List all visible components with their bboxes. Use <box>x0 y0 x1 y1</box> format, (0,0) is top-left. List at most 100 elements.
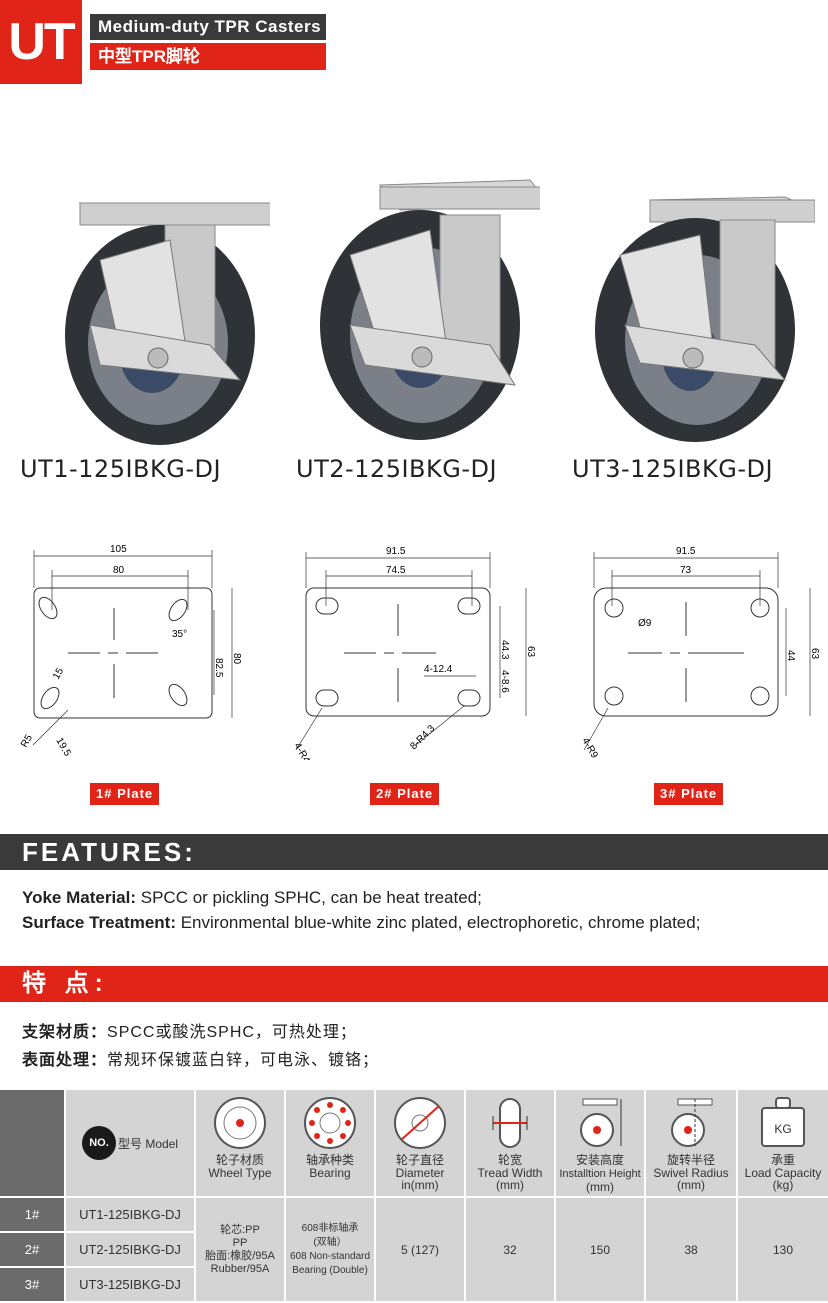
bearing-line: Bearing (Double) <box>292 1264 368 1276</box>
plate-drawing-1: 105 80 82.5 80 35° 15 R5 19.5 <box>18 540 258 765</box>
col-unit: in(mm) <box>401 1178 439 1192</box>
col-load-capacity: KG 承重 Load Capacity (kg) <box>738 1090 828 1198</box>
feature-text: SPCC or pickling SPHC, can be heat treat… <box>136 888 482 907</box>
row-model: UT3-125IBKG-DJ <box>66 1268 196 1303</box>
model-label-3: UT3-125IBKG-DJ <box>572 455 774 483</box>
feature-cn-line-2: 表面处理：常规环保镀蓝白锌，可电泳、镀铬； <box>22 1046 379 1070</box>
cell-wheel-type: 轮芯:PP PP 胎面:橡胶/95A Rubber/95A <box>196 1198 286 1303</box>
p3-overall-h: 63 <box>809 648 820 660</box>
col-bearing: 轴承种类 Bearing <box>286 1090 376 1198</box>
col-tread-width: 轮宽 Tread Width (mm) <box>466 1090 556 1198</box>
features-cn-heading: 特 点: <box>0 966 828 1002</box>
feature-label: Surface Treatment: <box>22 913 176 932</box>
wheel-type-line: Rubber/95A <box>210 1262 270 1275</box>
p2-overall-w: 91.5 <box>386 546 406 557</box>
swivel-radius-icon <box>671 1098 713 1147</box>
p3-r: 4-R9 <box>579 736 600 760</box>
col-en: Bearing <box>309 1166 351 1180</box>
col-cn: 安装高度 <box>575 1153 624 1167</box>
spec-table: NO. 型号 Model 轮子材质 Wheel Type 轴承种类 Bearin… <box>0 1090 828 1303</box>
row-model: UT1-125IBKG-DJ <box>66 1198 196 1233</box>
wheel-type-line: 胎面:橡胶/95A <box>205 1249 275 1262</box>
caster-image-2 <box>310 175 540 445</box>
feature-line-1: Yoke Material: SPCC or pickling SPHC, ca… <box>22 888 482 908</box>
col-unit: (mm) <box>586 1180 614 1194</box>
plate-drawing-3: 91.5 73 Ø9 44 63 4-R9 <box>572 540 828 765</box>
p3-hole-w: 73 <box>680 565 692 576</box>
caster-image-3 <box>585 175 815 445</box>
col-cn: 轴承种类 <box>305 1153 354 1167</box>
p1-angle: 35° <box>172 629 187 640</box>
weight-icon-text: KG <box>774 1122 791 1136</box>
brand-logo: UT <box>0 0 82 84</box>
col-cn: 承重 <box>770 1153 795 1167</box>
feature-line-2: Surface Treatment: Environmental blue-wh… <box>22 913 700 933</box>
p1-hole-w: 80 <box>113 565 125 576</box>
col-en: Tread Width <box>477 1166 543 1180</box>
p2-r2: 4-R4.2 <box>291 741 316 760</box>
p2-slot: 4-12.4 <box>424 664 453 675</box>
p2-hole-w: 74.5 <box>386 565 406 576</box>
row-no: 2# <box>0 1233 66 1268</box>
wheel-icon <box>214 1097 266 1149</box>
row-no: 1# <box>0 1198 66 1233</box>
bearing-line: 608 Non-standard <box>289 1250 371 1262</box>
col-diameter: 轮子直径 Diameter in(mm) <box>376 1090 466 1198</box>
feature-cn-text: 常规环保镀蓝白锌，可电泳、镀铬； <box>107 1052 380 1069</box>
feature-cn-label: 支架材质： <box>22 1024 108 1041</box>
p1-slot2: 19.5 <box>53 736 72 759</box>
p2-hole-h: 44.3 <box>499 640 510 660</box>
wheel-type-line: PP <box>232 1236 248 1249</box>
cell-load: 130 <box>738 1198 828 1303</box>
col-cn: 轮子材质 <box>215 1153 264 1167</box>
model-label-2: UT2-125IBKG-DJ <box>296 455 498 483</box>
caster-image-1 <box>40 175 270 445</box>
wheel-type-line: 轮芯:PP <box>220 1223 260 1236</box>
p2-r1: 8-R4.3 <box>408 723 437 752</box>
feature-cn-label: 表面处理： <box>22 1052 108 1069</box>
col-install-height: 安装高度 Installtion Height (mm) <box>556 1090 646 1198</box>
plate-tag-3: 3# Plate <box>654 783 724 805</box>
p1-overall-w: 105 <box>110 544 127 555</box>
p1-slot3: R5 <box>19 733 35 750</box>
col-wheel-type: 轮子材质 Wheel Type <box>196 1090 286 1198</box>
weight-icon: KG <box>761 1097 805 1147</box>
features-heading: FEATURES: <box>0 834 828 870</box>
col-unit: (mm) <box>496 1178 524 1192</box>
plate-tag-2: 2# Plate <box>370 783 440 805</box>
row-model: UT2-125IBKG-DJ <box>66 1233 196 1268</box>
no-badge: NO. <box>81 1126 116 1160</box>
plate-tag-1: 1# Plate <box>90 783 160 805</box>
col-en: Load Capacity <box>744 1166 822 1180</box>
col-en: Diameter <box>395 1166 445 1180</box>
model-header: NO. 型号 Model <box>66 1090 196 1198</box>
title-cn: 中型TPR脚轮 <box>90 43 326 70</box>
p2-slot-h: 4-8.6 <box>499 670 510 693</box>
bearing-line: (双轴） <box>313 1236 347 1248</box>
title-en: Medium-duty TPR Casters <box>90 14 326 40</box>
row-no: 3# <box>0 1268 66 1303</box>
p1-slot1: 15 <box>51 666 66 682</box>
col-unit: (kg) <box>772 1178 794 1192</box>
feature-label: Yoke Material: <box>22 888 137 907</box>
feature-text: Environmental blue-white zinc plated, el… <box>176 913 701 932</box>
cell-tread: 32 <box>466 1198 556 1303</box>
cell-height: 150 <box>556 1198 646 1303</box>
model-header-label: 型号 Model <box>117 1136 179 1151</box>
p1-overall-h: 80 <box>231 653 242 665</box>
col-cn: 轮宽 <box>497 1153 522 1167</box>
plate-drawing-2: 91.5 74.5 4-12.4 44.3 4-8.6 63 4-R4.2 8-… <box>286 540 556 773</box>
col-cn: 旋转半径 <box>666 1153 715 1167</box>
feature-cn-line-1: 支架材质：SPCC或酸洗SPHC，可热处理； <box>22 1018 357 1042</box>
col-en: Swivel Radius <box>653 1166 729 1180</box>
p1-hole-h: 82.5 <box>213 658 224 678</box>
diameter-icon <box>394 1097 446 1149</box>
p2-overall-h: 63 <box>525 646 536 658</box>
feature-cn-text: SPCC或酸洗SPHC，可热处理； <box>107 1024 357 1041</box>
col-swivel-radius: 旋转半径 Swivel Radius (mm) <box>646 1090 738 1198</box>
p3-overall-w: 91.5 <box>676 546 696 557</box>
col-unit: (mm) <box>677 1178 705 1192</box>
bearing-line: 608非标轴承 <box>301 1222 359 1234</box>
cell-swivel: 38 <box>646 1198 738 1303</box>
bearing-icon <box>304 1097 356 1149</box>
